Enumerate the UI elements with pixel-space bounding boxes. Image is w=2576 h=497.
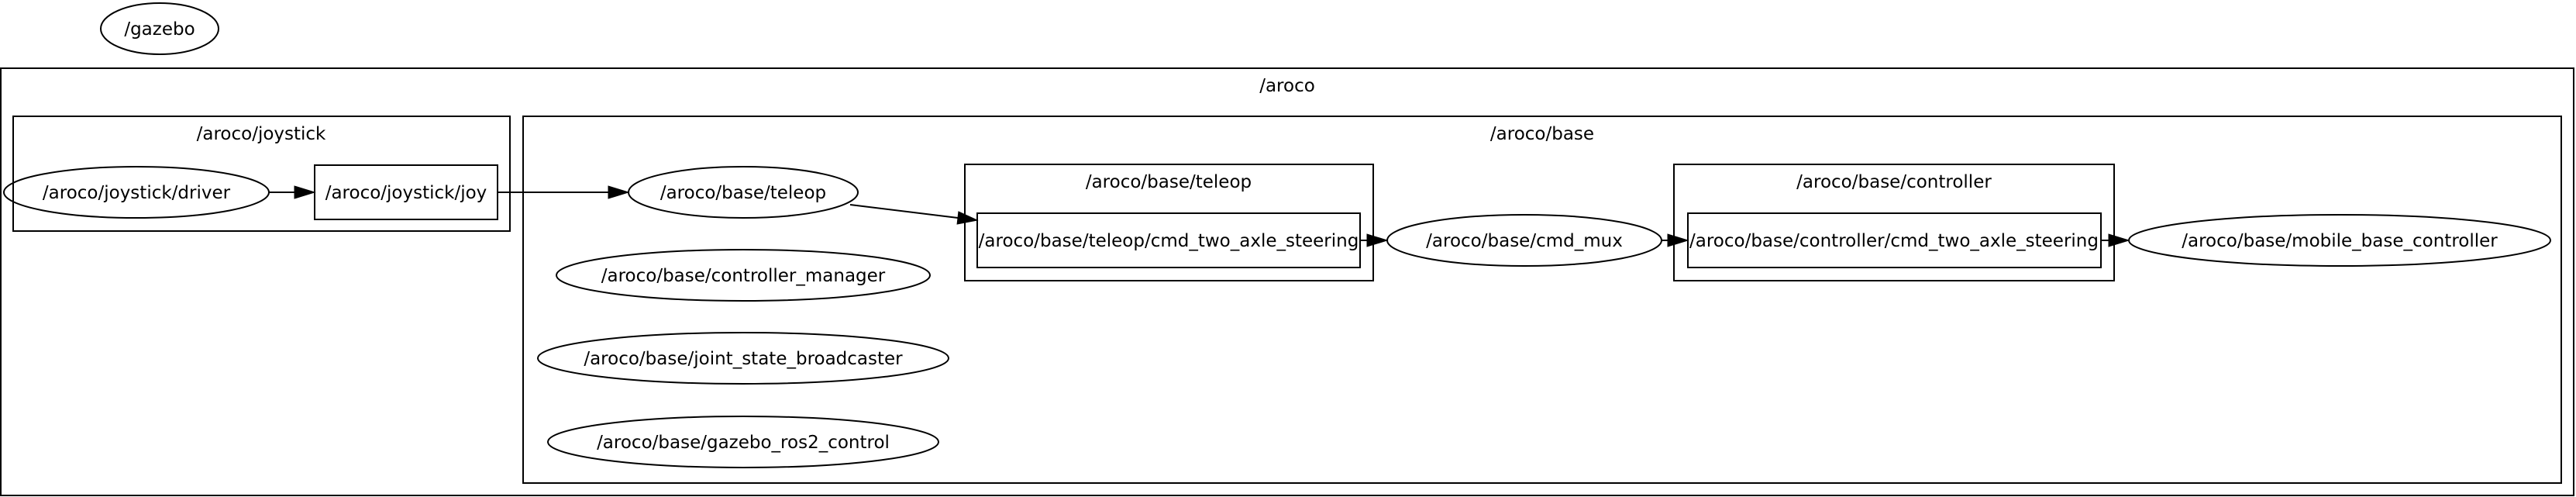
edge-controller-cmd-to-mobile-base-arrowhead: [2108, 233, 2130, 247]
cluster-aroco-joystick: /aroco/joystick: [12, 116, 511, 232]
node-gazebo[interactable]: /gazebo: [100, 2, 219, 55]
edge-joy-to-teleop-arrowhead: [608, 185, 630, 199]
node-joystick-joy[interactable]: /aroco/joystick/joy: [314, 164, 498, 220]
node-mobile-base-controller[interactable]: /aroco/base/mobile_base_controller: [2128, 214, 2551, 267]
edge-teleop-cmd-to-cmd-mux: [1360, 233, 1389, 247]
node-gazebo-label: /gazebo: [124, 19, 195, 40]
node-controller-manager-label: /aroco/base/controller_manager: [601, 266, 886, 286]
edge-driver-to-joy: [269, 185, 316, 199]
edge-cmd-mux-to-controller-cmd-arrowhead: [1667, 233, 1689, 247]
edge-cmd-mux-to-controller-cmd: [1662, 233, 1689, 247]
edge-controller-cmd-to-mobile-base: [2101, 233, 2130, 247]
cluster-joystick-label: /aroco/joystick: [197, 124, 326, 144]
node-joint-state-broadcaster[interactable]: /aroco/base/joint_state_broadcaster: [537, 332, 949, 385]
node-gazebo-ros2-control-label: /aroco/base/gazebo_ros2_control: [597, 433, 890, 453]
node-controller-manager[interactable]: /aroco/base/controller_manager: [556, 249, 931, 302]
edge-driver-to-joy-arrowhead: [294, 185, 316, 199]
cluster-base-label: /aroco/base: [1490, 124, 1594, 144]
node-base-teleop-label: /aroco/base/teleop: [660, 183, 826, 203]
edge-teleop-to-teleop-cmd-arrowhead: [956, 211, 979, 225]
node-gazebo-ros2-control[interactable]: /aroco/base/gazebo_ros2_control: [547, 416, 939, 468]
node-mobile-base-controller-label: /aroco/base/mobile_base_controller: [2182, 231, 2498, 251]
cluster-aroco-base-teleop: /aroco/base/teleop: [964, 164, 1374, 281]
cluster-aroco: /aroco: [0, 67, 2574, 496]
cluster-aroco-label: /aroco: [1259, 76, 1315, 96]
node-teleop-cmd-label: /aroco/base/teleop/cmd_two_axle_steering: [979, 231, 1359, 251]
node-joint-state-broadcaster-label: /aroco/base/joint_state_broadcaster: [584, 349, 903, 369]
node-cmd-mux-label: /aroco/base/cmd_mux: [1426, 231, 1623, 251]
node-controller-cmd-two-axle-steering[interactable]: /aroco/base/controller/cmd_two_axle_stee…: [1687, 212, 2102, 268]
cluster-base-controller-label: /aroco/base/controller: [1796, 172, 1992, 192]
node-teleop-cmd-two-axle-steering[interactable]: /aroco/base/teleop/cmd_two_axle_steering: [976, 212, 1361, 268]
node-cmd-mux[interactable]: /aroco/base/cmd_mux: [1386, 214, 1662, 267]
cluster-aroco-base-controller: /aroco/base/controller: [1673, 164, 2115, 281]
cluster-base-teleop-label: /aroco/base/teleop: [1086, 172, 1252, 192]
node-joystick-joy-label: /aroco/joystick/joy: [325, 183, 487, 203]
edge-teleop-cmd-to-cmd-mux-arrowhead: [1366, 233, 1389, 247]
node-joystick-driver-label: /aroco/joystick/driver: [43, 183, 231, 203]
node-controller-cmd-label: /aroco/base/controller/cmd_two_axle_stee…: [1689, 231, 2099, 251]
edge-teleop-to-teleop-cmd: [849, 204, 979, 225]
edge-joy-to-teleop: [498, 185, 630, 199]
node-base-teleop[interactable]: /aroco/base/teleop: [628, 166, 859, 219]
node-joystick-driver[interactable]: /aroco/joystick/driver: [3, 166, 270, 219]
cluster-aroco-base: /aroco/base: [522, 116, 2562, 484]
